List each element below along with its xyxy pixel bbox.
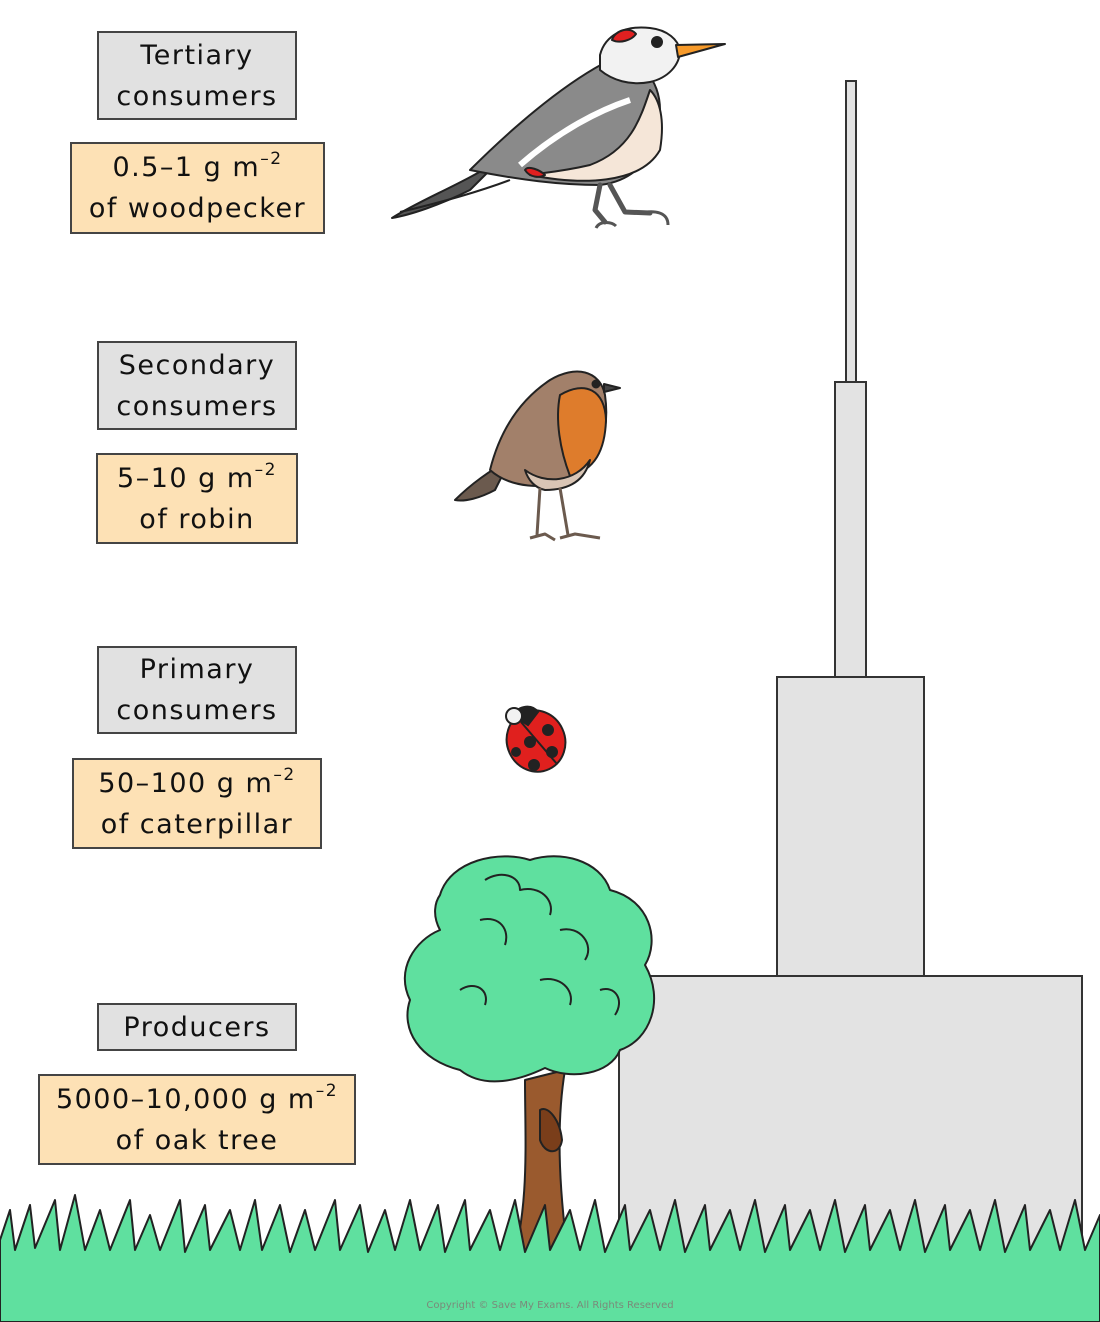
level-name-line-1: Secondary	[118, 349, 276, 381]
biomass-producers: 5000–10,000 g m–2 of oak tree	[38, 1074, 356, 1165]
biomass-exponent: –2	[315, 1080, 339, 1101]
biomass-tertiary: 0.5–1 g m–2 of woodpecker	[70, 142, 325, 234]
pyramid-bar-tertiary	[845, 80, 857, 383]
pyramid-bar-primary	[776, 676, 925, 977]
robin-icon	[454, 370, 621, 542]
biomass-organism: of robin	[139, 503, 255, 535]
biomass-value: 5000–10,000 g m	[55, 1083, 316, 1115]
biomass-primary: 50–100 g m–2 of caterpillar	[72, 758, 322, 849]
label-tertiary-consumers: Tertiary consumers	[97, 31, 297, 120]
grass-icon	[0, 1194, 1100, 1322]
woodpecker-icon	[391, 26, 726, 229]
level-name-line-1: Producers	[123, 1011, 271, 1043]
copyright-notice: Copyright © Save My Exams. All Rights Re…	[426, 1300, 674, 1311]
label-primary-consumers: Primary consumers	[97, 646, 297, 734]
level-name-line-1: Primary	[139, 654, 255, 685]
biomass-exponent: –2	[273, 764, 296, 785]
biomass-secondary: 5–10 g m–2 of robin	[96, 453, 298, 544]
level-name-line-2: consumers	[116, 695, 278, 726]
level-name-line-1: Tertiary	[140, 39, 254, 71]
biomass-organism: of woodpecker	[88, 193, 307, 224]
biomass-exponent: –2	[254, 459, 277, 480]
biomass-organism: of caterpillar	[100, 808, 294, 840]
label-producers: Producers	[97, 1003, 297, 1051]
oak-tree-icon	[403, 855, 655, 1271]
biomass-exponent: –2	[260, 149, 283, 169]
biomass-value: 5–10 g m	[117, 462, 255, 494]
pyramid-bar-producer	[618, 975, 1083, 1277]
biomass-value: 0.5–1 g m	[112, 152, 261, 183]
label-secondary-consumers: Secondary consumers	[97, 341, 297, 430]
biomass-organism: of oak tree	[115, 1124, 279, 1156]
biomass-value: 50–100 g m	[98, 767, 274, 799]
level-name-line-2: consumers	[116, 390, 278, 422]
ladybird-icon	[505, 705, 567, 773]
level-name-line-2: consumers	[116, 80, 278, 112]
pyramid-bar-secondary	[834, 381, 867, 678]
